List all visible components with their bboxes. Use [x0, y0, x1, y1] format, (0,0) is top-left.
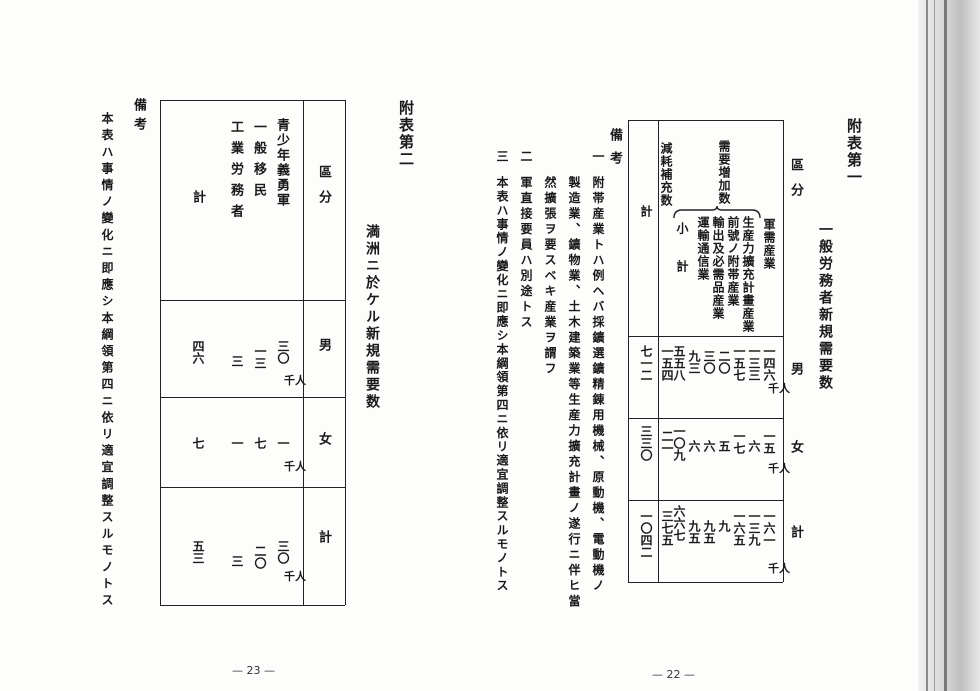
cell-total: 一三九: [747, 510, 761, 546]
unit-label: 千人: [768, 462, 790, 475]
left-col-header-female: 女: [316, 432, 331, 447]
table-row-label: 青少年義勇軍: [274, 118, 289, 208]
cell-female: 一五: [762, 430, 776, 454]
cell-female: 六: [702, 440, 716, 452]
cell-female: 一: [230, 437, 244, 449]
remark-text: 製造業、鑛物業、土木建築業等生産力擴充計畫ノ遂行ニ伴ヒ當: [567, 176, 581, 610]
cell-total: 九五: [702, 520, 716, 544]
left-title: 満洲ニ於ケル新規需要数: [364, 224, 380, 411]
unit-label: 千人: [284, 460, 306, 473]
cell-male: 一三三: [747, 345, 761, 381]
table-row-label: 軍需産業: [762, 218, 776, 270]
cell-female: 一〇九: [672, 425, 686, 461]
unit-label: 千人: [768, 382, 790, 395]
cell-female: 五: [717, 440, 731, 452]
cell-total: 一〇四二: [639, 510, 653, 558]
right-group-label: 需要増加数: [717, 140, 731, 205]
cell-total: 九五: [687, 520, 701, 544]
cell-total: 三〇: [276, 540, 290, 564]
remark-number: 一: [591, 150, 605, 163]
page-number-left: — 23 —: [232, 664, 275, 677]
table-row-label: 輸出及必需品産業: [711, 216, 725, 320]
cell-male: 一五七: [732, 345, 746, 381]
remark-text: 本表ハ事情ノ變化ニ即應シ本綱領第四ニ依リ適宜調整スルモノトス: [495, 176, 509, 593]
left-heading: 附表第二: [397, 100, 415, 168]
right-col-header-male: 男: [788, 362, 803, 377]
cell-female: 三三〇: [639, 425, 653, 461]
table-row-label: 小計: [675, 222, 689, 298]
cell-male: 三〇: [702, 350, 716, 374]
cell-male: 七一二: [639, 345, 653, 381]
right-heading: 附表第一: [845, 118, 863, 186]
cell-female: 六: [747, 440, 761, 452]
cell-male: 一四六: [762, 345, 776, 381]
table-row-label: 運輸通信業: [696, 216, 710, 281]
cell-male: 三〇: [276, 340, 290, 364]
cell-total: 五三: [191, 540, 205, 564]
cell-male: 三: [230, 355, 244, 367]
remark-text: 附帯産業トハ例ヘバ採鑛選鑛精錬用機械、原動機、電動機ノ: [591, 176, 605, 595]
cell-female: 七: [191, 437, 205, 449]
book-edge: [918, 0, 980, 691]
page-number-right: — 22 —: [652, 668, 695, 681]
remark-number: 三: [495, 150, 509, 163]
table-row-label: 生産力擴充計畫産業: [741, 216, 755, 333]
cell-total: 一六一: [762, 510, 776, 546]
left-col-header-total: 計: [316, 530, 331, 545]
right-col-header-female: 女: [788, 440, 803, 455]
cell-male: 四六: [191, 340, 205, 364]
book-edge-line: [934, 0, 935, 691]
remark-number: 二: [519, 150, 533, 163]
cell-male: 一三: [253, 345, 267, 369]
table-row-label: 計: [190, 190, 205, 205]
cell-female: 七: [253, 437, 267, 449]
unit-label: 千人: [768, 562, 790, 575]
cell-male: 一五四: [660, 345, 674, 381]
cell-total: 二〇: [253, 545, 267, 569]
cell-total: 九: [717, 520, 731, 532]
left-remarks-header: 備考: [131, 98, 146, 136]
right-col-header-total: 計: [788, 525, 803, 540]
cell-total: 三七五: [660, 510, 674, 546]
cell-total: 三: [230, 555, 244, 567]
cell-female: 二一: [660, 430, 674, 454]
cell-female: 一七: [732, 430, 746, 454]
cell-total: 六六七: [672, 505, 686, 541]
table-row-label: 計: [639, 205, 653, 218]
right-col-header-category: 區分: [788, 158, 803, 208]
remark-text: 軍直接要員ハ別途トス: [519, 176, 533, 331]
left-col-header-category: 區分: [316, 165, 331, 215]
cell-male: 五五八: [672, 345, 686, 381]
group-brace-icon: [673, 206, 761, 219]
remark-text: 然擴張ヲ要スベキ産業ヲ謂フ: [543, 176, 557, 378]
cell-female: 一: [276, 437, 290, 449]
table-row-label: 工業労務者: [228, 120, 243, 225]
right-title: 一般労務者新規需要数: [817, 222, 833, 392]
left-col-header-male: 男: [316, 338, 331, 353]
cell-total: 一六五: [732, 510, 746, 546]
table-row-label: 前號ノ附帯産業: [726, 216, 740, 307]
table-row-label: 減耗補充数: [659, 142, 673, 207]
unit-label: 千人: [284, 570, 306, 583]
unit-label: 千人: [284, 374, 306, 387]
book-edge-line: [944, 0, 947, 691]
cell-male: 二〇: [717, 350, 731, 374]
cell-male: 九三: [687, 350, 701, 374]
left-remarks-text: 本表ハ事情ノ變化ニ即應シ本綱領第四ニ依リ適宜調整スルモノトス: [100, 112, 114, 610]
book-edge-line: [926, 0, 928, 691]
right-remarks-header: 備考: [607, 128, 622, 174]
table-row-label: 一般移民: [251, 120, 266, 204]
cell-female: 六: [687, 440, 701, 452]
